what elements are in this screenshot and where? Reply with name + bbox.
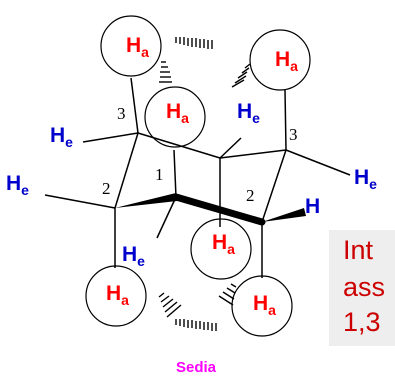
equatorial-hydrogen-right: He: [354, 166, 377, 192]
axial-hydrogen-bottom-left: Ha: [106, 282, 129, 308]
axial-hydrogen-bottom-right: Ha: [253, 292, 276, 318]
equatorial-hydrogen-lower-center: He: [122, 243, 145, 269]
note-line-3: 1,3: [343, 307, 381, 337]
front-wedge-bond: [115, 193, 177, 208]
diaxial-interaction-dashes: [158, 37, 251, 331]
carbon-number-3-left: 3: [117, 104, 126, 123]
axial-hydrogen-center-top: Ha: [166, 100, 189, 126]
ring-bonds: [114, 132, 287, 223]
note-line-2: ass: [343, 272, 386, 302]
equatorial-hydrogen-left: He: [6, 172, 29, 198]
axial-hydrogen-center-bottom: Ha: [212, 231, 235, 257]
overlapping-note-box: Int ass 1,3: [329, 230, 395, 346]
axial-hydrogen-circles: [85, 15, 311, 337]
carbon-number-1: 1: [155, 165, 164, 184]
equatorial-hydrogen-upper-center: He: [237, 100, 260, 126]
carbon-number-2-left: 2: [102, 179, 111, 198]
wedge-bond-right: [262, 208, 306, 222]
axial-hydrogen-top-right: Ha: [275, 48, 298, 74]
conformation-caption: Sedia: [176, 359, 217, 376]
note-line-1: Int: [343, 235, 374, 265]
axial-hydrogen-top-left: Ha: [126, 34, 149, 60]
substituent-bonds: [44, 77, 351, 278]
carbon-number-2-right: 2: [246, 186, 255, 205]
equatorial-hydrogen-upper-left: He: [50, 124, 73, 150]
front-bold-bond: [172, 193, 266, 226]
carbon-number-3-right: 3: [289, 125, 298, 144]
equatorial-hydrogen-lower-right: H: [305, 195, 320, 218]
